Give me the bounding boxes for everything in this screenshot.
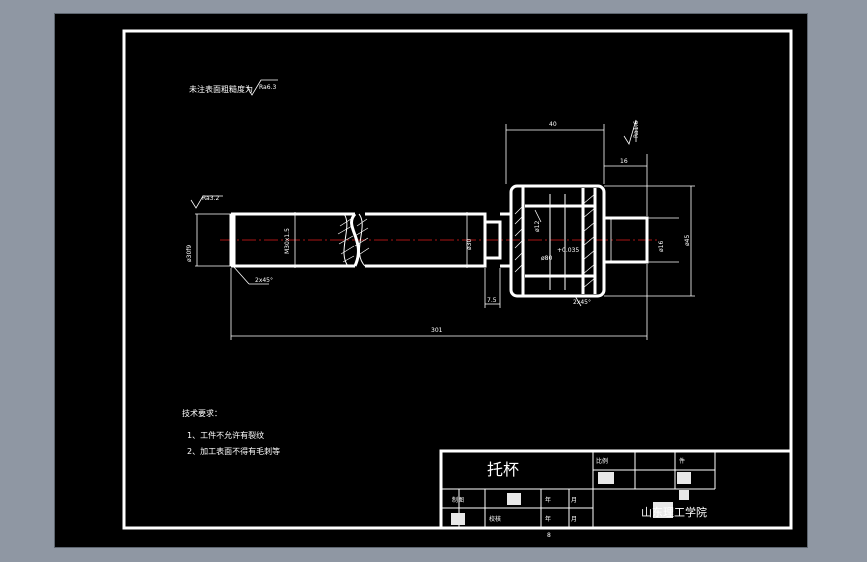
drawing-viewport[interactable]: 未注表面粗糙度为 Ra6.3: [54, 13, 808, 548]
dimensions: 40 16 301 7.5 2x45° 2x45° ø30f9 M30x1.5 …: [186, 121, 695, 340]
redaction-blob: [653, 502, 673, 518]
svg-text:年: 年: [545, 496, 551, 504]
roughness-mark-inner: [534, 209, 542, 223]
svg-text:件: 件: [679, 457, 685, 465]
svg-text:+0.035: +0.035: [557, 247, 579, 254]
svg-text:ø80: ø80: [541, 255, 552, 262]
svg-text:2x45°: 2x45°: [255, 277, 273, 284]
svg-text:年: 年: [545, 515, 551, 523]
roughness-note: 未注表面粗糙度为: [189, 84, 253, 94]
redaction-blob: [451, 513, 465, 525]
roughness-mark-left: Ra3.2: [190, 195, 223, 209]
cup-head: [509, 184, 606, 298]
svg-text:16: 16: [620, 158, 628, 165]
svg-text:M30x1.5: M30x1.5: [284, 228, 291, 254]
svg-text:ø12: ø12: [534, 221, 541, 232]
svg-text:8: 8: [547, 532, 551, 539]
roughness-note-value: Ra6.3: [259, 84, 276, 91]
shaft-left: [229, 212, 360, 268]
svg-text:Ra1.6: Ra1.6: [633, 121, 640, 138]
svg-text:2、加工表面不得有毛刺等: 2、加工表面不得有毛刺等: [187, 446, 280, 456]
redaction-blob: [507, 493, 521, 505]
svg-text:ø16: ø16: [658, 241, 665, 252]
school-name: 山东理工学院: [641, 505, 707, 519]
svg-text:ø30f9: ø30f9: [186, 245, 193, 262]
cad-drawing: 未注表面粗糙度为 Ra6.3: [122, 29, 793, 539]
svg-text:Ra3.2: Ra3.2: [202, 195, 219, 202]
svg-text:301: 301: [431, 327, 443, 334]
redaction-blob: [677, 472, 691, 484]
svg-text:制图: 制图: [452, 496, 464, 504]
break-hatch: [337, 213, 370, 267]
svg-text:ø45: ø45: [684, 235, 691, 246]
svg-text:月: 月: [571, 516, 577, 523]
shaft-middle: [365, 212, 487, 268]
shaft-right-end: [604, 216, 649, 264]
svg-text:技术要求：: 技术要求：: [182, 408, 222, 418]
title-block: 托杯 比例 件 制图 年 月 校核 年 月 山东理工学院 8: [439, 449, 793, 539]
part-name: 托杯: [487, 460, 519, 479]
redaction-blob: [598, 472, 614, 484]
roughness-mark-right: Ra1.6: [623, 119, 640, 145]
svg-text:2x45°: 2x45°: [573, 299, 591, 306]
svg-text:7.5: 7.5: [487, 297, 497, 304]
svg-text:月: 月: [571, 497, 577, 504]
svg-text:1、工件不允许有裂纹: 1、工件不允许有裂纹: [187, 430, 264, 440]
svg-text:校核: 校核: [489, 515, 501, 523]
redaction-blob: [679, 490, 689, 500]
technical-requirements: 技术要求： 1、工件不允许有裂纹 2、加工表面不得有毛刺等: [182, 408, 280, 456]
roughness-symbol: Ra6.3: [246, 79, 278, 96]
svg-text:ø30: ø30: [466, 239, 473, 250]
svg-text:比例: 比例: [596, 457, 608, 465]
svg-text:40: 40: [549, 121, 557, 128]
